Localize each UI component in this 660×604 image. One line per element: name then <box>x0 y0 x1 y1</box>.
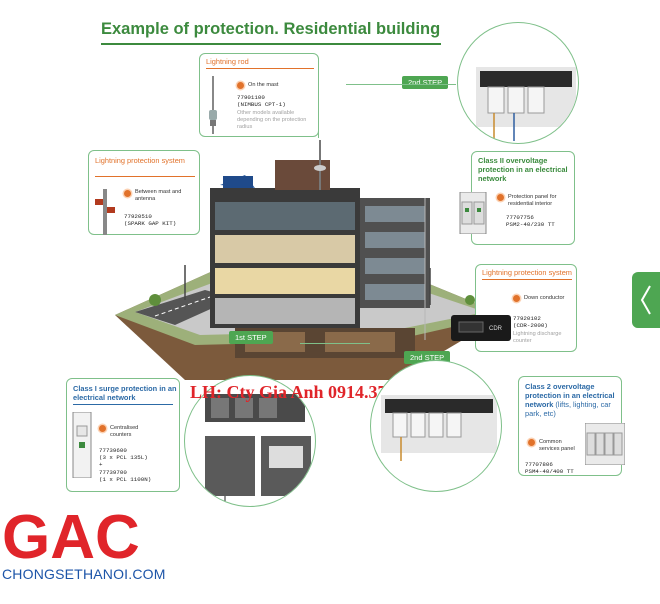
page-title: Example of protection. Residential build… <box>101 20 441 38</box>
location-bullet-icon <box>528 439 535 446</box>
step-label-first: 1st STEP <box>229 331 273 344</box>
class1-code: 77739600 (3 x PCL 135L) + 77739700 (1 x … <box>99 447 152 483</box>
lps-left-code: 77920510 (SPARK GAP KIT) <box>124 213 177 228</box>
lightning-rod-icon <box>209 76 217 134</box>
location-bullet-icon <box>497 194 504 201</box>
class1-title: Class I surge protection in an electrica… <box>73 384 177 402</box>
distribution-panel-icon <box>381 395 497 461</box>
lps-right-rule <box>482 279 572 280</box>
location-bullet-icon <box>99 425 106 432</box>
connector-line <box>318 96 319 138</box>
lightning-rod-note: Other models available depending on the … <box>237 110 307 130</box>
chevron-icon <box>640 285 651 315</box>
class1-card: Class I surge protection in an electrica… <box>66 378 180 492</box>
lightning-rod-title: Lightning rod <box>206 57 249 66</box>
lps-left-location: Between mast and antenna <box>135 189 182 202</box>
spark-gap-kit-icon <box>95 189 115 235</box>
lps-right-title: Lightning protection system <box>482 268 572 277</box>
class2-bottom-card: Class 2 overvoltage protection in an ele… <box>518 376 625 476</box>
class2-bottom-code: 77707806 PSM4-40/400 TT <box>525 461 574 476</box>
residential-building-illustration <box>115 140 505 380</box>
class1-rule <box>73 404 173 405</box>
class2-top-location: Protection panel for residential interio… <box>508 194 557 207</box>
logo-website: CHONGSETHANOI.COM <box>2 566 166 582</box>
lightning-rod-location: On the mast <box>248 82 279 88</box>
lps-right-location: Down conductor <box>524 295 565 301</box>
class2-bottom-title: Class 2 overvoltage protection in an ele… <box>525 382 619 419</box>
gac-logo-letters: GAC <box>2 503 140 568</box>
discharge-counter-icon: CDR <box>451 315 511 341</box>
connector-line <box>346 84 456 85</box>
lightning-rod-card: Lightning rod On the mast 77901100 (NIMB… <box>199 53 319 137</box>
title-underline <box>101 43 441 45</box>
class2-bottom-title-main: Class 2 overvoltage protection in an ele… <box>525 382 615 409</box>
location-bullet-icon <box>513 295 520 302</box>
distribution-panel-detail-bottom <box>370 360 502 492</box>
class2-top-code: 77707756 PSM2-40/230 TT <box>506 214 555 229</box>
lps-left-rule <box>95 176 195 177</box>
four-pole-surge-protector-icon <box>585 423 625 465</box>
lps-right-note: Lightning discharge counter <box>513 331 562 344</box>
gac-logo: GAC <box>2 503 140 568</box>
lightning-rod-code: 77901100 (NIMBUS CPT-1) <box>237 94 286 109</box>
lps-left-card: Lightning protection system Between mast… <box>88 150 200 235</box>
surge-protector-device-icon <box>459 192 487 234</box>
connector-line <box>300 343 370 344</box>
svg-text:CDR: CDR <box>489 326 503 332</box>
distribution-panel-detail-top <box>457 22 579 144</box>
class1-location: Centralised counters <box>110 425 139 438</box>
surge-arrester-icon <box>72 412 92 478</box>
side-tab[interactable] <box>632 272 660 328</box>
class2-bottom-title-extra: (lifts, lighting, car park, etc) <box>525 399 611 418</box>
class2-bottom-location: Common services panel <box>539 439 575 452</box>
distribution-panel-icon <box>476 67 576 141</box>
location-bullet-icon <box>237 82 244 89</box>
watermark-text: LH: Cty Gia Anh 0914.377611 <box>190 382 422 402</box>
class2-top-card: Class II overvoltage protection in an el… <box>459 151 575 245</box>
lps-right-code: 77920102 (CDR-2000) <box>513 315 548 330</box>
lightning-rod-rule <box>206 68 314 69</box>
step-label-second-top: 2nd STEP <box>402 76 449 89</box>
location-bullet-icon <box>124 190 131 197</box>
lps-left-title: Lightning protection system <box>95 156 185 165</box>
class2-top-title: Class II overvoltage protection in an el… <box>478 156 568 183</box>
